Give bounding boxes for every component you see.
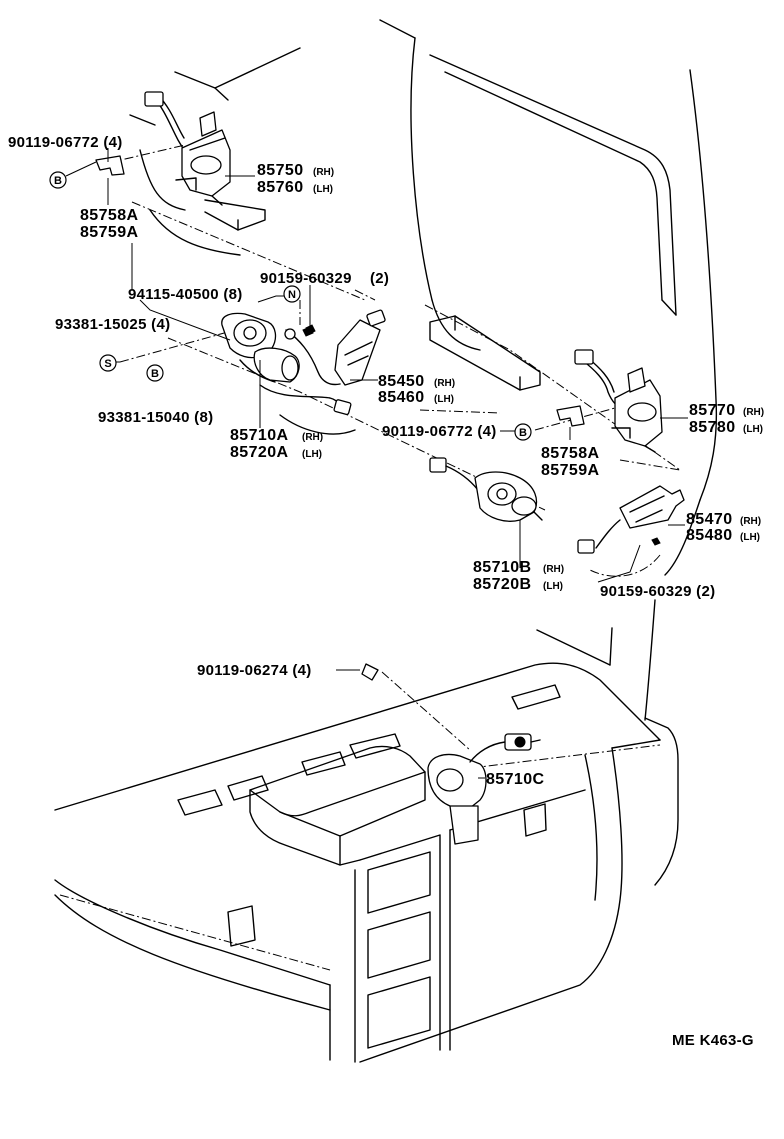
- label-85720A-side: (LH): [302, 449, 322, 460]
- label-85710B: 85710B: [473, 559, 531, 576]
- bracket-upper[interactable]: [95, 155, 125, 176]
- svg-text:N: N: [288, 289, 296, 301]
- label-90159-60329-mid: 90159-60329 (2): [600, 583, 715, 600]
- nut-90159-top[interactable]: [302, 326, 314, 337]
- label-85770: 85770: [689, 402, 736, 419]
- label-85710B-side: (RH): [543, 564, 564, 575]
- body-outline-upper: [129, 19, 718, 576]
- label-85760: 85760: [257, 179, 304, 196]
- lock-actuator-upper[interactable]: [144, 91, 231, 206]
- diagram-code: ME K463-G: [672, 1032, 754, 1049]
- label-90119-06274: 90119-06274 (4): [197, 662, 312, 679]
- label-85750-side: (RH): [313, 167, 334, 178]
- label-85480-side: (LH): [740, 532, 760, 543]
- part-labels: 90119-06772 (4) 85750 (RH) 85760 (LH) 85…: [8, 134, 764, 1049]
- label-85758A-top: 85758A: [80, 207, 138, 224]
- label-85450: 85450: [378, 373, 425, 390]
- label-85770-side: (RH): [743, 407, 764, 418]
- symbol-nut-n: N: [283, 285, 301, 303]
- label-85450-side: (RH): [434, 378, 455, 389]
- lock-actuator-85470[interactable]: [577, 485, 685, 554]
- svg-text:B: B: [54, 175, 62, 187]
- label-85759A-mid: 85759A: [541, 462, 599, 479]
- label-93381-15025: 93381-15025 (4): [55, 316, 170, 333]
- label-85760-side: (LH): [313, 184, 333, 195]
- label-94115-40500: 94115-40500 (8): [128, 286, 243, 303]
- label-85720B: 85720B: [473, 576, 531, 593]
- label-85470-side: (RH): [740, 516, 761, 527]
- label-85759A-top: 85759A: [80, 224, 138, 241]
- label-85710A: 85710A: [230, 427, 288, 444]
- svg-text:S: S: [104, 358, 111, 370]
- label-85460-side: (LH): [434, 394, 454, 405]
- label-85720B-side: (LH): [543, 581, 563, 592]
- label-85720A: 85720A: [230, 444, 288, 461]
- label-93381-15040: 93381-15040 (8): [98, 409, 213, 426]
- label-85710C: 85710C: [486, 771, 544, 788]
- label-90159-60329-top: 90159-60329: [260, 270, 352, 287]
- symbol-bolt-b-3: B: [514, 423, 532, 441]
- symbol-bolt-b-1: B: [49, 171, 67, 189]
- symbol-bolt-b-2: B: [146, 364, 164, 382]
- label-85780: 85780: [689, 419, 736, 436]
- label-85710A-side: (RH): [302, 432, 323, 443]
- label-90119-06772-top: 90119-06772 (4): [8, 134, 123, 151]
- label-85470: 85470: [686, 511, 733, 528]
- svg-text:B: B: [519, 427, 527, 439]
- tailgate-lock-motor[interactable]: [427, 733, 541, 845]
- door-lock-motor-a[interactable]: [221, 309, 386, 416]
- screw-90119-06274[interactable]: [361, 663, 379, 681]
- label-90119-06772-mid: 90119-06772 (4): [382, 423, 497, 440]
- label-90159-60329-top-qty: (2): [370, 270, 389, 287]
- label-85460: 85460: [378, 389, 425, 406]
- door-lock-motor-b[interactable]: [429, 457, 543, 522]
- lock-actuator-lower[interactable]: [574, 349, 663, 453]
- label-85480: 85480: [686, 527, 733, 544]
- label-85750: 85750: [257, 162, 304, 179]
- body-outline-lower: [54, 599, 679, 1063]
- symbol-screw-s: S: [99, 354, 117, 372]
- svg-text:B: B: [151, 368, 159, 380]
- bracket-lower[interactable]: [556, 405, 585, 427]
- label-85780-side: (LH): [743, 424, 763, 435]
- label-85758A-mid: 85758A: [541, 445, 599, 462]
